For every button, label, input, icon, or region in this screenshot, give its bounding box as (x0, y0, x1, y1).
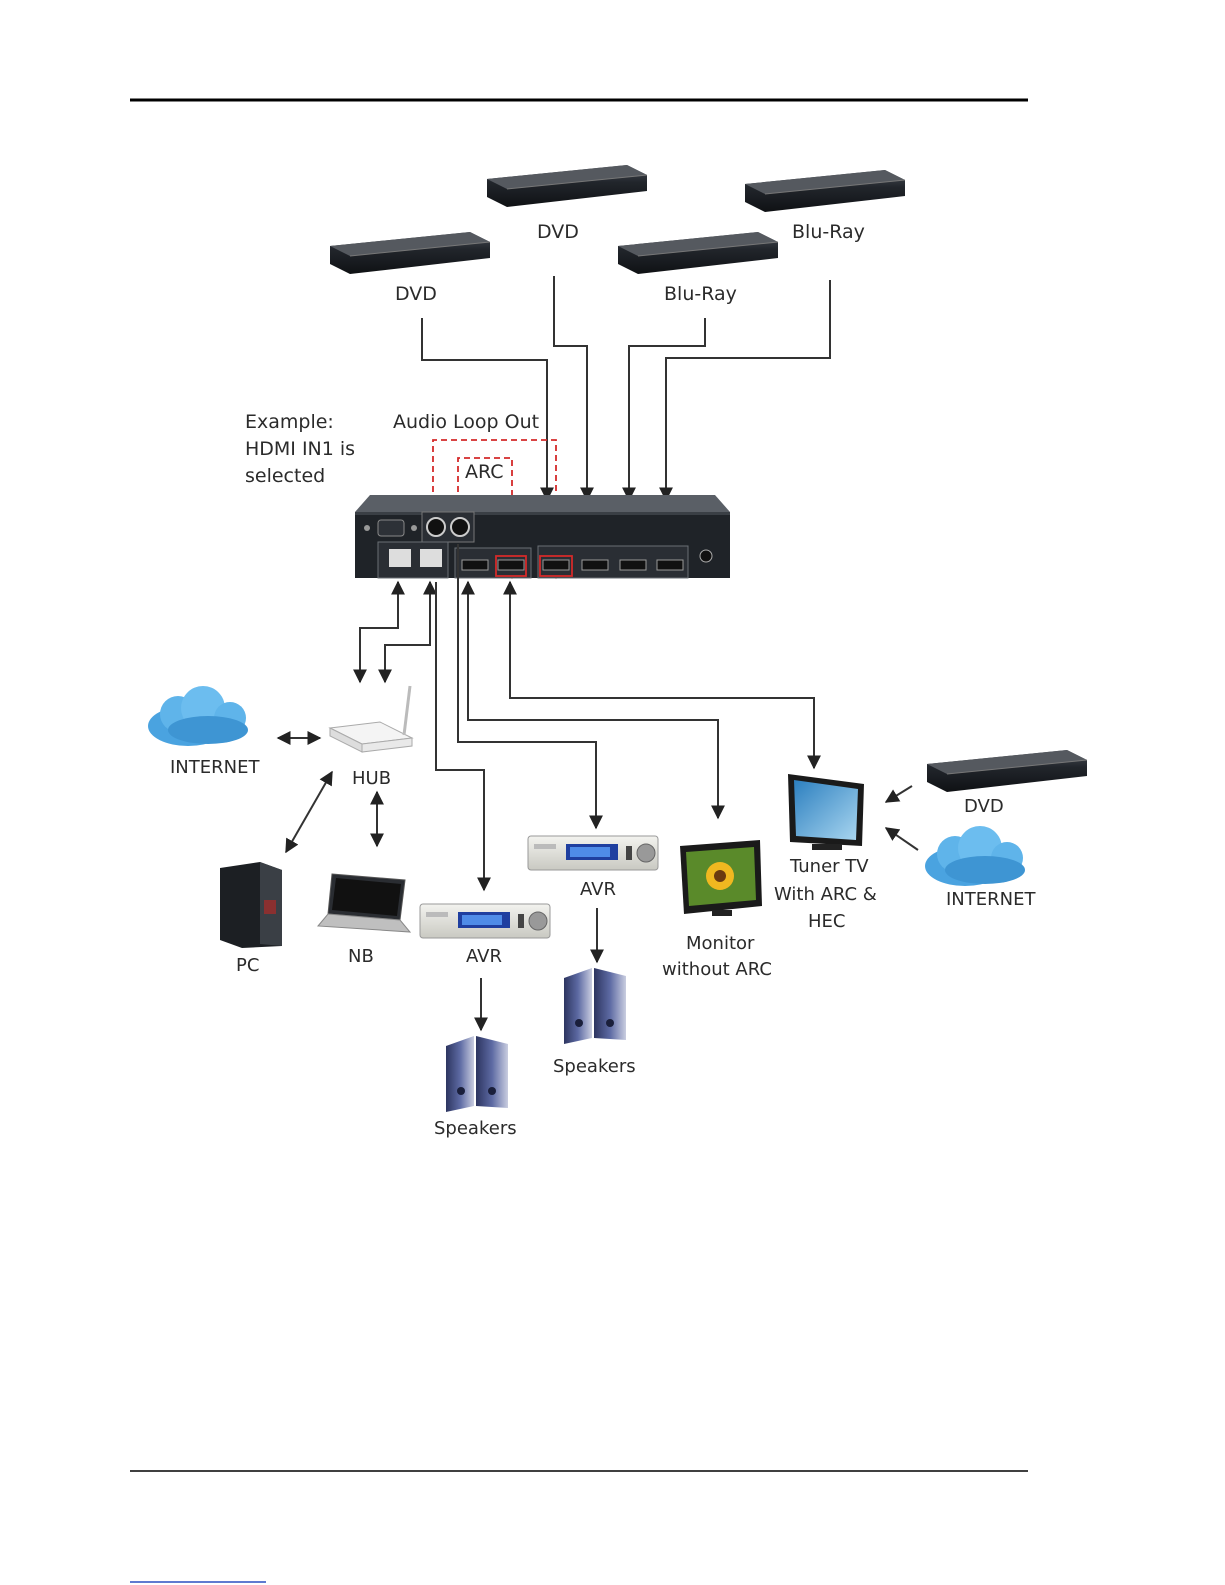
speakers-2-icon (564, 968, 626, 1044)
bluray-1-label: Blu-Ray (664, 283, 737, 305)
speakers-2-label: Speakers (553, 1056, 636, 1077)
example-line-2: HDMI IN1 is (245, 438, 355, 460)
speakers-1-label: Speakers (434, 1118, 517, 1139)
avr-1-icon (420, 904, 550, 938)
wire-hub-eth2 (385, 582, 430, 682)
dvd-right-label: DVD (964, 796, 1004, 817)
notebook-icon (318, 874, 410, 932)
example-line-3: selected (245, 465, 325, 487)
wire-out-avr1 (436, 582, 484, 890)
nb-label: NB (348, 946, 374, 967)
avr-1-label: AVR (466, 946, 502, 967)
wire-bluray2-in4 (666, 280, 830, 500)
wire-internet-tv (886, 828, 918, 850)
dvd-player-2-icon (487, 165, 647, 207)
arc-label: ARC (465, 461, 504, 483)
speakers-1-icon (446, 1036, 508, 1112)
dvd-player-1-icon (330, 232, 490, 274)
wire-out-monitor (468, 582, 718, 818)
bluray-2-label: Blu-Ray (792, 221, 865, 243)
pc-tower-icon (220, 862, 282, 948)
tuner-tv-icon (788, 774, 864, 850)
tv-label-2: With ARC & (774, 884, 877, 905)
dvd-player-right-icon (927, 750, 1087, 792)
example-line-1: Example: (245, 411, 334, 433)
wire-dvd2-in2 (554, 276, 587, 500)
bluray-player-2-icon (745, 170, 905, 212)
hub-router-icon (330, 686, 412, 752)
avr-2-label: AVR (580, 879, 616, 900)
wire-hub-eth1 (360, 582, 398, 682)
pc-label: PC (236, 955, 259, 976)
wire-dvd-tv (886, 786, 912, 802)
monitor-label-2: without ARC (662, 959, 772, 980)
hub-label: HUB (352, 768, 391, 789)
audio-loop-out-label: Audio Loop Out (393, 411, 539, 433)
hdmi-switch-rear-panel (355, 495, 730, 578)
avr-2-icon (528, 836, 658, 870)
monitor-label-1: Monitor (686, 933, 755, 954)
internet-left-label: INTERNET (170, 757, 260, 778)
wire-out-tv (510, 582, 814, 768)
tv-label-3: HEC (808, 911, 845, 932)
internet-right-label: INTERNET (946, 889, 1036, 910)
bluray-player-1-icon (618, 232, 778, 274)
wire-out-avr2 (458, 544, 596, 828)
tv-label-1: Tuner TV (789, 856, 869, 877)
dvd-2-label: DVD (537, 221, 579, 243)
monitor-icon (680, 840, 762, 916)
dvd-1-label: DVD (395, 283, 437, 305)
cloud-icon-right (925, 826, 1025, 886)
cloud-icon-left (148, 686, 248, 746)
wire-hub-pc (286, 772, 332, 852)
